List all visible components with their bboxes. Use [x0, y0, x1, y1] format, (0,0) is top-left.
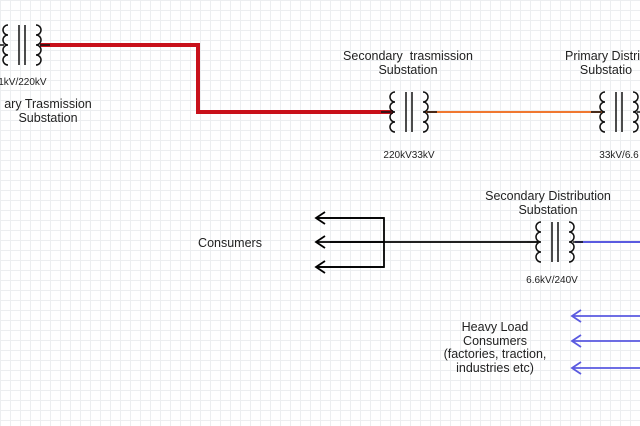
generation-transformer-rating: 11kV/220kV	[0, 77, 47, 88]
secondary-distribution-transformer-icon	[527, 221, 583, 263]
secondary-transmission-rating: 220kV33kV	[383, 150, 435, 161]
primary-distribution-substation-label: Primary Distrib Substatio	[565, 49, 640, 77]
primary-distribution-rating: 33kV/6.6	[599, 150, 639, 161]
heavy-load-arrow-icon	[570, 309, 640, 323]
secondary-transmission-substation-label: Secondary trasmission Substation	[343, 49, 473, 77]
consumer-arrow-icon	[314, 235, 384, 249]
arrow-group	[314, 211, 640, 375]
secondary-transmission-transformer-icon	[381, 91, 437, 133]
consumer-arrow-icon	[314, 211, 384, 225]
heavy-load-arrow-icon	[570, 334, 640, 348]
secondary-distribution-rating: 6.6kV/240V	[526, 275, 578, 286]
generation-transformer-icon	[0, 24, 50, 66]
transmission-line	[40, 43, 393, 114]
primary-transmission-substation-label: ary Trasmission Substation	[4, 97, 92, 125]
consumer-arrow-icon	[314, 260, 384, 274]
heavy-load-arrow-icon	[570, 361, 640, 375]
consumers-label: Consumers	[198, 236, 262, 250]
secondary-distribution-substation-label: Secondary Distribution Substation	[485, 189, 611, 217]
primary-distribution-transformer-icon	[591, 91, 640, 133]
connection-lines	[40, 43, 640, 268]
transformer-symbols	[0, 24, 640, 263]
heavy-load-consumers-label: Heavy Load Consumers (factories, tractio…	[443, 320, 547, 375]
